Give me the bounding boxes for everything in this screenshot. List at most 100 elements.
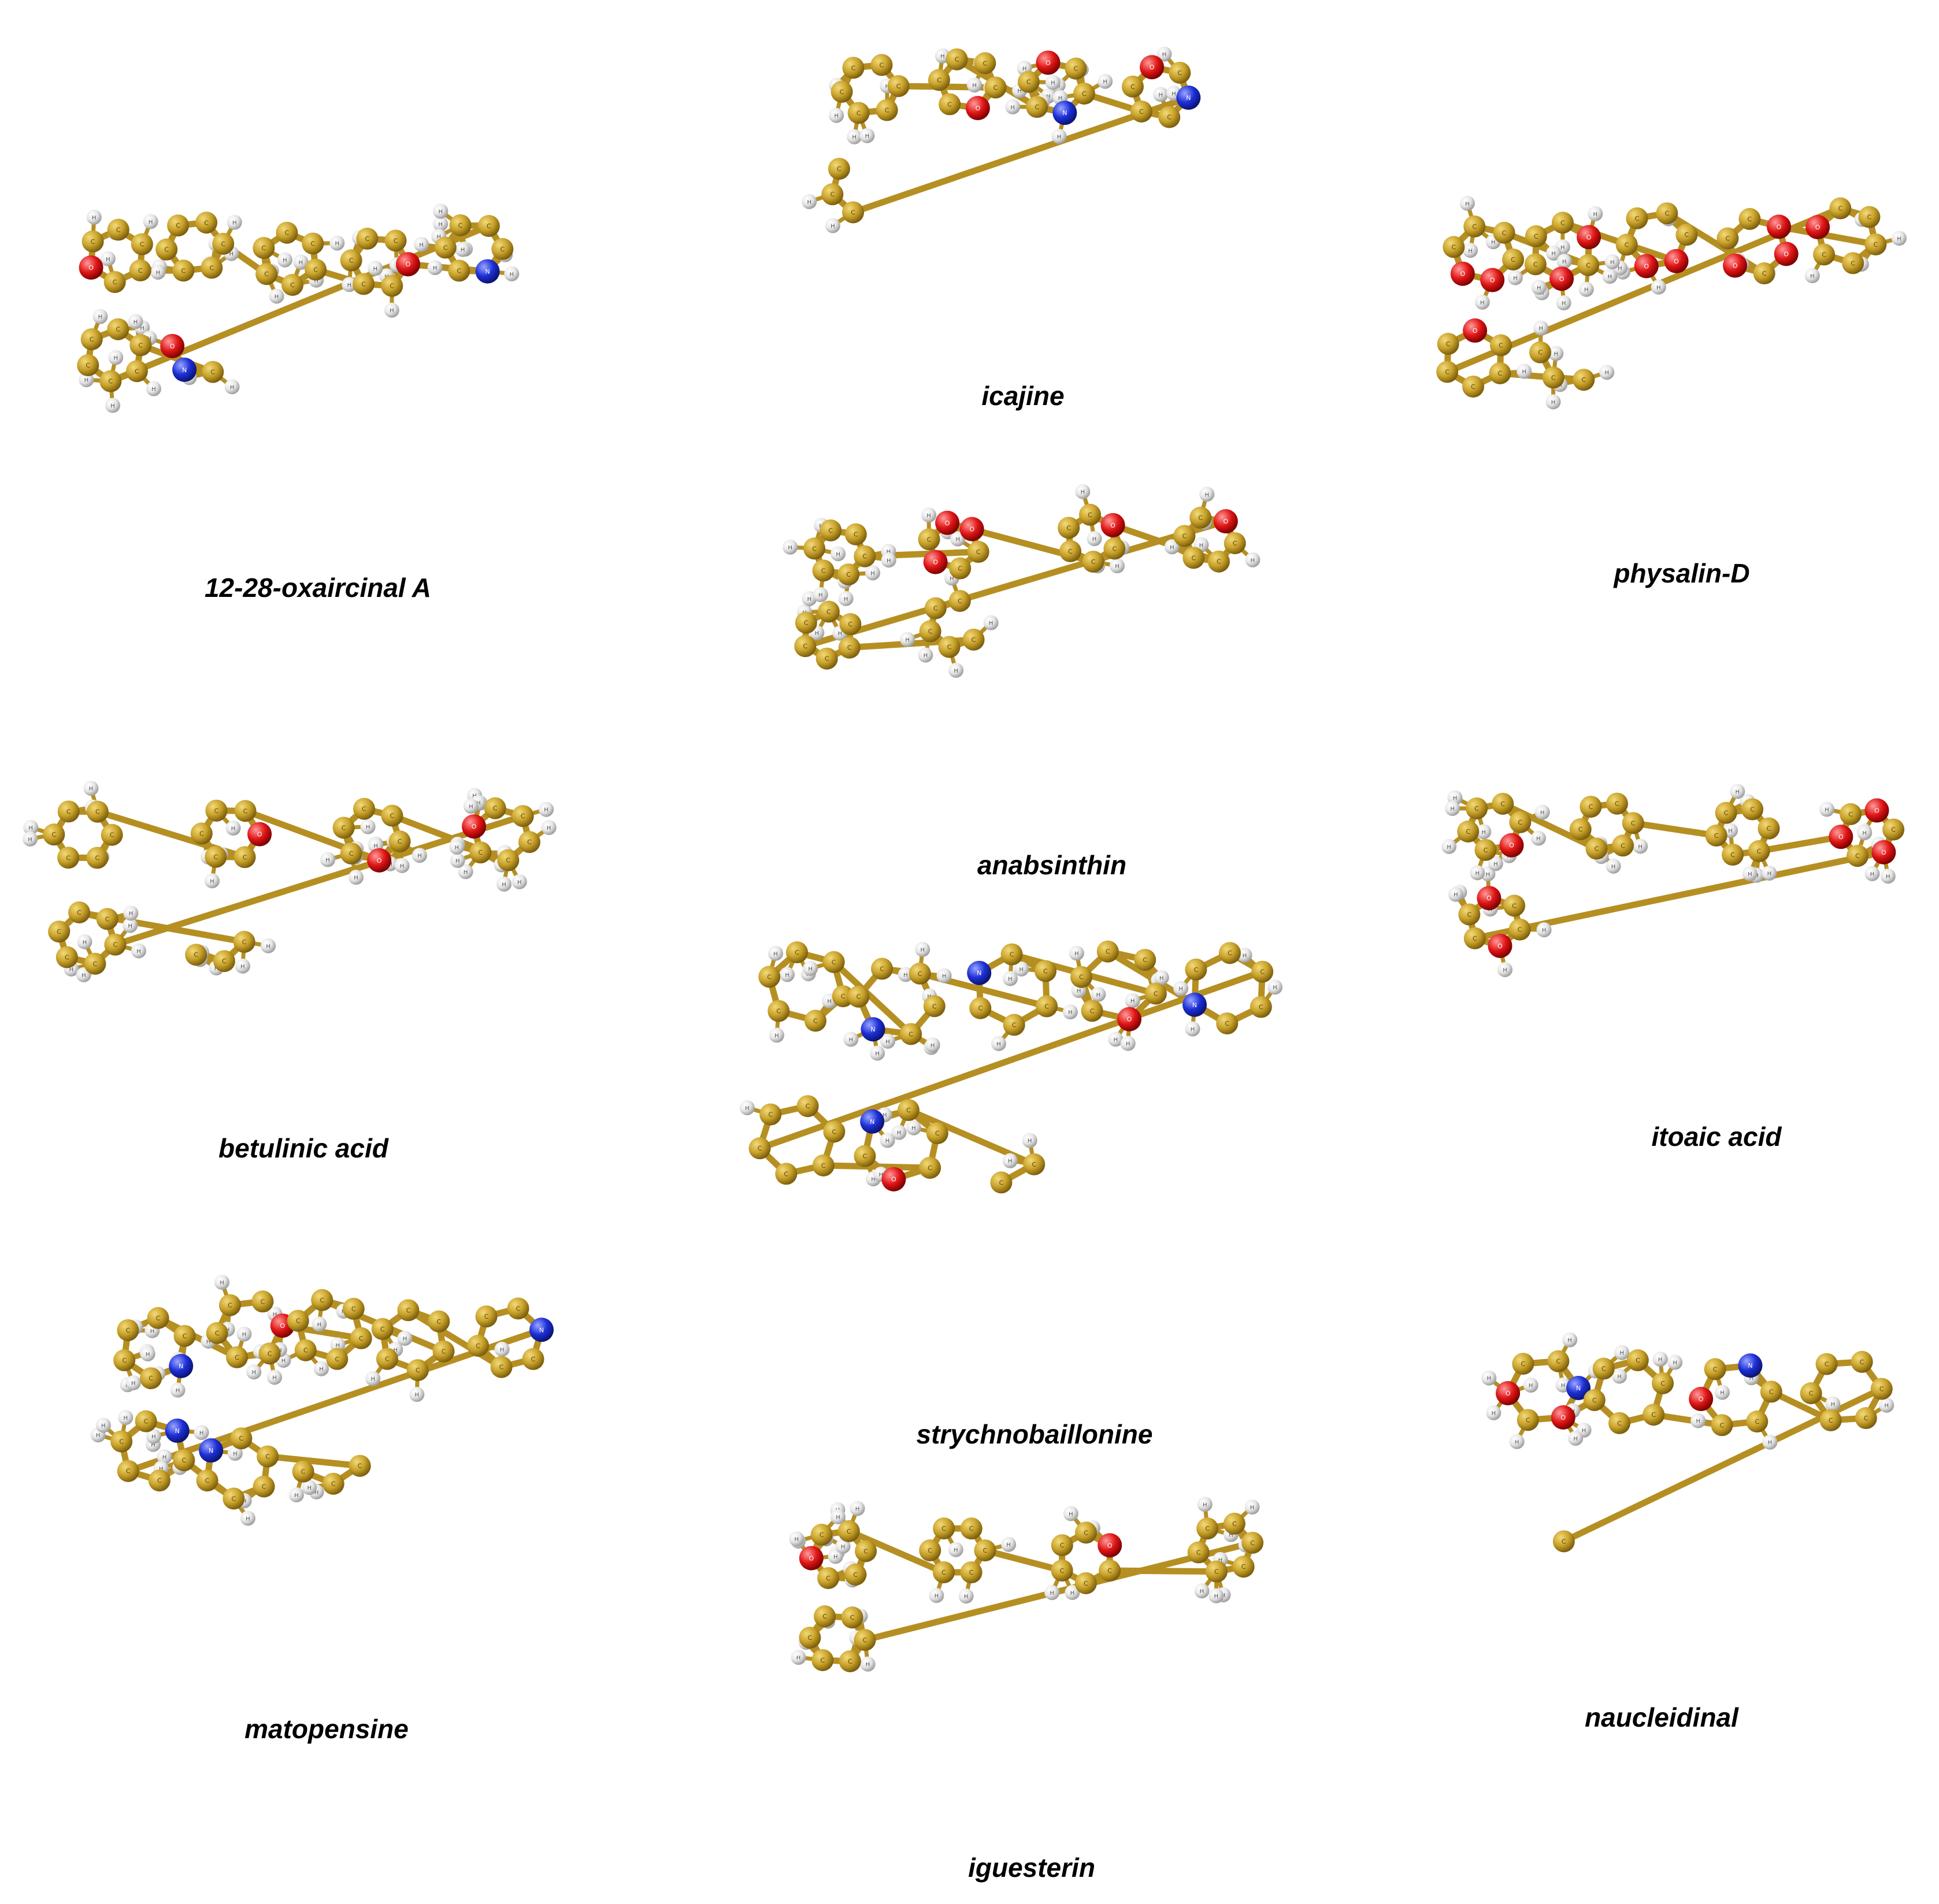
svg-text:C: C	[1769, 1388, 1774, 1395]
svg-text:C: C	[1241, 1563, 1246, 1571]
svg-text:C: C	[380, 1326, 385, 1333]
svg-text:H: H	[140, 325, 144, 332]
svg-text:O: O	[1784, 250, 1789, 258]
svg-text:C: C	[1060, 1567, 1065, 1575]
oxygen-atom: O	[1496, 1380, 1521, 1405]
svg-text:C: C	[119, 1438, 124, 1445]
svg-text:C: C	[928, 628, 933, 635]
svg-text:C: C	[358, 1463, 362, 1470]
svg-text:C: C	[1660, 1380, 1665, 1387]
svg-text:C: C	[955, 56, 959, 64]
svg-text:H: H	[69, 967, 74, 973]
hydrogen-atom: H	[780, 967, 795, 982]
carbon-atom: C	[938, 636, 961, 658]
hydrogen-atom: H	[1536, 922, 1552, 938]
svg-text:O: O	[1777, 223, 1782, 231]
svg-text:H: H	[972, 83, 977, 89]
hydrogen-atom: H	[850, 1501, 865, 1516]
carbon-atom: C	[96, 908, 118, 930]
svg-text:C: C	[1822, 251, 1826, 258]
svg-text:O: O	[1874, 807, 1879, 815]
carbon-atom: C	[854, 545, 876, 567]
svg-text:H: H	[866, 1662, 870, 1668]
carbon-atom: C	[1643, 1404, 1665, 1426]
svg-text:H: H	[885, 83, 889, 90]
svg-text:C: C	[812, 545, 817, 552]
carbon-atom: C	[1082, 550, 1104, 573]
hydrogen-atom: H	[1237, 947, 1252, 963]
hydrogen-atom: H	[1098, 73, 1113, 89]
svg-text:H: H	[294, 1493, 299, 1499]
carbon-atom: C	[1502, 248, 1525, 271]
svg-text:H: H	[807, 596, 812, 603]
svg-text:H: H	[1170, 544, 1174, 551]
hydrogen-atom: H	[1110, 558, 1125, 574]
carbon-atom: C	[775, 1163, 798, 1185]
carbon-atom: C	[924, 597, 947, 619]
carbon-atom: C	[353, 797, 376, 820]
carbon-atom: C	[847, 102, 870, 124]
svg-text:C: C	[1139, 108, 1144, 116]
svg-text:C: C	[214, 853, 218, 861]
svg-text:H: H	[415, 1392, 420, 1398]
svg-text:C: C	[105, 915, 110, 923]
svg-text:H: H	[1008, 1159, 1013, 1165]
carbon-atom: C	[839, 613, 862, 636]
carbon-atom: C	[218, 1294, 241, 1316]
svg-text:C: C	[1471, 383, 1475, 391]
carbon-atom: C	[86, 847, 109, 869]
svg-text:O: O	[88, 264, 94, 272]
carbon-atom: C	[1569, 818, 1592, 841]
svg-text:H: H	[897, 1130, 902, 1137]
svg-text:H: H	[317, 1322, 322, 1328]
svg-text:H: H	[1158, 92, 1163, 98]
carbon-atom: C	[1096, 940, 1119, 963]
svg-text:C: C	[848, 1658, 852, 1665]
hydrogen-atom: H	[143, 214, 158, 229]
svg-text:C: C	[1026, 79, 1031, 86]
carbon-atom: C	[428, 1310, 450, 1333]
hydrogen-atom: H	[105, 398, 120, 413]
svg-text:C: C	[138, 267, 143, 274]
carbon-atom: C	[148, 1469, 170, 1492]
hydrogen-atom: H	[803, 960, 818, 976]
svg-text:C: C	[1538, 349, 1543, 357]
svg-text:H: H	[865, 133, 870, 140]
molecule-panel-strychnobaillonine: HHHHHHHHHHHHHHHHHHHHHHHHHHHHHHHHHHHHHHHH…	[722, 913, 1300, 1364]
svg-text:C: C	[1879, 1386, 1884, 1393]
hydrogen-atom: H	[1069, 945, 1084, 961]
svg-text:H: H	[240, 964, 245, 970]
hydrogen-atom: H	[224, 379, 240, 395]
hydrogen-atom: H	[783, 539, 798, 555]
svg-text:C: C	[91, 238, 95, 246]
molecule-name-12-28-oxaircinal-a: 12-28-oxaircinal A	[204, 573, 432, 603]
svg-text:C: C	[1446, 340, 1451, 348]
svg-text:H: H	[1540, 810, 1545, 816]
svg-text:O: O	[976, 105, 981, 112]
hydrogen-atom: H	[1762, 865, 1777, 881]
svg-text:H: H	[455, 858, 460, 864]
hydrogen-atom: H	[1531, 280, 1547, 295]
hydrogen-atom: H	[1548, 346, 1564, 361]
svg-text:C: C	[999, 1179, 1004, 1186]
carbon-atom: C	[388, 830, 411, 853]
carbon-atom: C	[831, 80, 853, 103]
hydrogen-atom: H	[825, 218, 840, 233]
hydrogen-atom: H	[1530, 830, 1546, 846]
carbon-atom: C	[467, 1334, 490, 1357]
svg-text:C: C	[1581, 376, 1586, 384]
hydrogen-atom: H	[1602, 269, 1618, 284]
atom-layer: HHHHHHHHHHHHHHHHHHHHHHHHHHHHHHHHHHHHHHHH…	[783, 484, 1260, 678]
carbon-atom: C	[107, 318, 129, 340]
oxygen-atom: O	[79, 255, 103, 280]
svg-text:C: C	[215, 1330, 220, 1337]
carbon-atom: C	[110, 1430, 133, 1453]
carbon-atom: C	[212, 232, 235, 255]
carbon-atom: C	[759, 1103, 782, 1126]
svg-text:C: C	[1724, 810, 1729, 817]
nitrogen-atom: N	[860, 1109, 885, 1134]
svg-text:H: H	[903, 972, 908, 978]
carbon-atom: C	[1746, 1411, 1769, 1433]
carbon-atom: C	[960, 1517, 983, 1540]
hydrogen-atom: H	[1819, 801, 1834, 817]
